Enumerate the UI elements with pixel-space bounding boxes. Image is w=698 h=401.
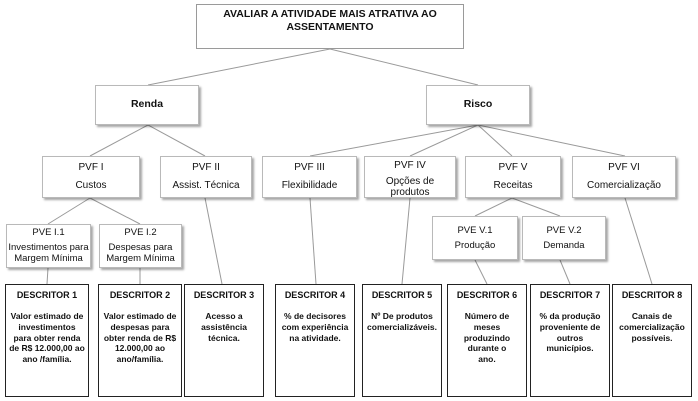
pve-code: PVE V.1	[457, 224, 493, 236]
descritor-node: DESCRITOR 8 Canais de comercialização po…	[612, 284, 692, 397]
descritor-text: Valor estimado de despesas para obter re…	[103, 311, 177, 364]
pvf-name: Flexibilidade	[281, 179, 338, 191]
connector	[477, 124, 513, 157]
descritor-text: Canais de comercialização possíveis.	[619, 311, 685, 343]
descritor-text: % da produção proveniente de outros muni…	[539, 311, 601, 354]
connector	[329, 48, 479, 86]
pvf-node: PVF V Receitas	[465, 156, 561, 198]
connector	[474, 197, 513, 217]
pvf-code: PVF V	[498, 162, 528, 173]
pvf-code: PVF II	[192, 162, 220, 173]
pvf-node: PVF II Assist. Técnica	[160, 156, 252, 198]
pve-code: PVE I.2	[124, 226, 157, 238]
connector	[401, 197, 411, 285]
descritor-text: Número de meses produzindo durante o ano…	[463, 311, 511, 364]
connector	[624, 197, 653, 285]
descritor-title: DESCRITOR 8	[621, 290, 683, 300]
connector	[559, 259, 571, 285]
pvf-name: Receitas	[493, 179, 533, 191]
descritor-title: DESCRITOR 4	[284, 290, 346, 300]
connector	[477, 124, 626, 157]
descritor-node: DESCRITOR 7 % da produção proveniente de…	[530, 284, 610, 397]
pve-code: PVE I.1	[32, 226, 65, 238]
pve-node: PVE I.1 Investimentos para Margem Mínima	[6, 224, 91, 268]
descritor-title: DESCRITOR 5	[371, 290, 433, 300]
connector	[511, 197, 561, 217]
connector	[89, 124, 149, 157]
descritor-node: DESCRITOR 5 Nº De produtos comercializáv…	[362, 284, 442, 397]
pvf-name: Comercialização	[587, 179, 661, 191]
connector	[147, 124, 206, 157]
descritor-title: DESCRITOR 6	[456, 290, 518, 300]
pvf-name: Assist. Técnica	[172, 179, 240, 191]
descritor-text: Nº De produtos comercializáveis.	[367, 311, 437, 332]
descritor-node: DESCRITOR 3 Acesso a assistência técnica…	[184, 284, 264, 397]
pvf-node: PVF I Custos	[42, 156, 140, 198]
pve-node: PVE V.2 Demanda	[522, 216, 606, 260]
pvf-code: PVF IV	[394, 160, 426, 171]
descritor-node: DESCRITOR 1 Valor estimado de investimen…	[5, 284, 89, 397]
pve-name: Despesas para Margem Mínima	[106, 241, 175, 265]
descritor-text: % de decisores com experiência na ativid…	[281, 311, 349, 343]
pvf-code: PVF I	[78, 162, 104, 173]
pve-node: PVE V.1 Produção	[432, 216, 518, 260]
pve-node: PVE I.2 Despesas para Margem Mínima	[99, 224, 182, 268]
pvf-code: PVF III	[294, 162, 325, 173]
pvf-code: PVF VI	[608, 162, 640, 173]
descritor-title: DESCRITOR 7	[539, 290, 601, 300]
descritor-text: Valor estimado de investimentos para obt…	[9, 311, 85, 364]
descritor-node: DESCRITOR 6 Número de meses produzindo d…	[447, 284, 527, 397]
connector	[47, 197, 91, 225]
top-node: AVALIAR A ATIVIDADE MAIS ATRATIVA AO ASS…	[196, 4, 464, 49]
top-node-title: AVALIAR A ATIVIDADE MAIS ATRATIVA AO ASS…	[223, 8, 437, 34]
pve-name: Investimentos para Margem Mínima	[8, 241, 89, 265]
descritor-text: Acesso a assistência técnica.	[201, 311, 247, 343]
pvf-node: PVF IV Opções de produtos	[364, 156, 456, 198]
pve-name: Demanda	[543, 239, 585, 251]
connector	[89, 197, 141, 225]
descritor-title: DESCRITOR 1	[16, 290, 78, 300]
descritor-node: DESCRITOR 2 Valor estimado de despesas p…	[98, 284, 182, 397]
connector	[204, 197, 223, 285]
connector	[309, 124, 479, 157]
descritor-title: DESCRITOR 2	[109, 290, 171, 300]
renda-node: Renda	[95, 85, 199, 125]
connector	[474, 259, 488, 285]
connector	[46, 267, 49, 285]
connector	[147, 48, 331, 86]
connector	[409, 124, 479, 157]
risco-label: Risco	[463, 98, 493, 111]
pvf-name: Custos	[75, 179, 107, 191]
pvf-node: PVF VI Comercialização	[572, 156, 676, 198]
pvf-node: PVF III Flexibilidade	[262, 156, 357, 198]
descritor-node: DESCRITOR 4 % de decisores com experiênc…	[275, 284, 355, 397]
connector	[309, 197, 317, 285]
renda-label: Renda	[130, 98, 164, 111]
risco-node: Risco	[426, 85, 530, 125]
pvf-name: Opções de produtos	[385, 175, 435, 198]
pve-name: Produção	[454, 239, 496, 251]
descritor-title: DESCRITOR 3	[193, 290, 255, 300]
pve-code: PVE V.2	[546, 224, 582, 236]
